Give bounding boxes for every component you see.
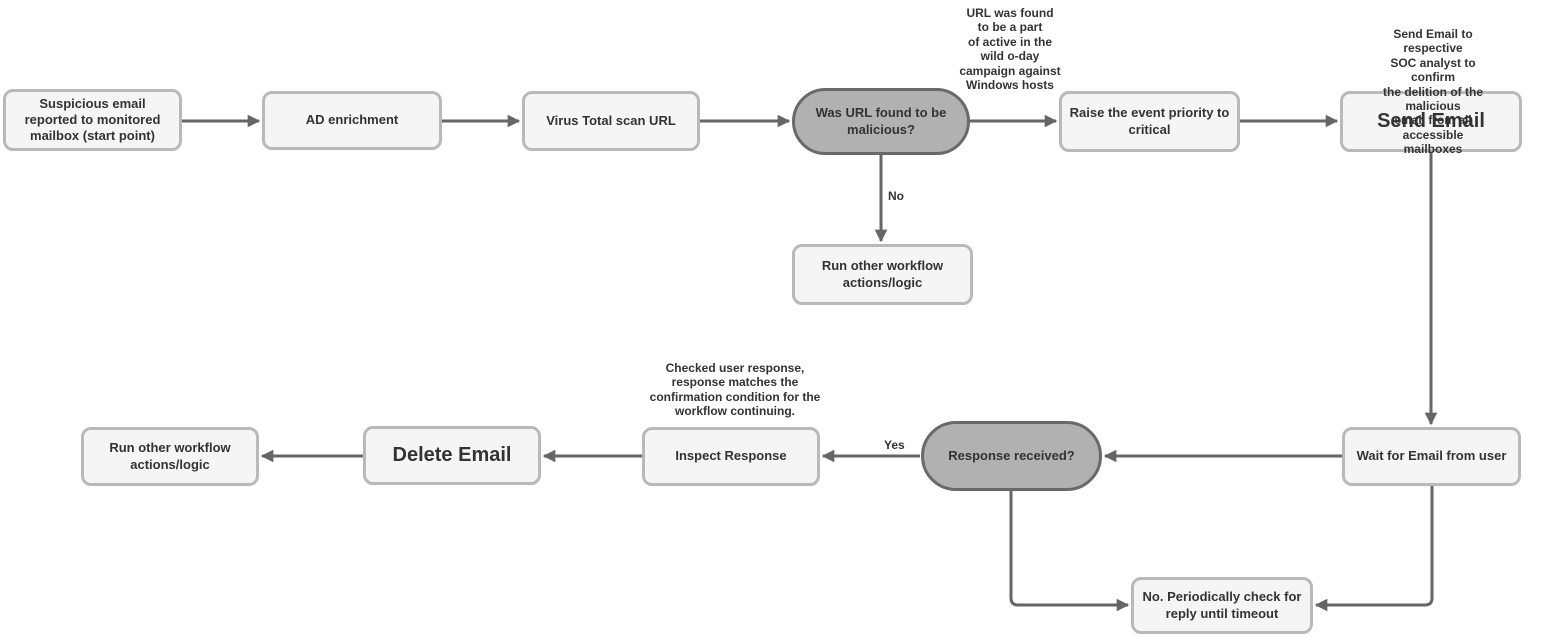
node-virus-total[interactable]: Virus Total scan URL — [522, 91, 700, 151]
edge-response-to-periodic — [1009, 489, 1130, 612]
node-run-other-workflow-top[interactable]: Run other workflow actions/logic — [792, 244, 973, 305]
annotation-zero-day-campaign: URL was found to be a part of active in … — [959, 6, 1061, 93]
edge-label-yes: Yes — [884, 438, 905, 452]
node-send-email[interactable]: Send Email — [1340, 91, 1522, 152]
annotation-send-email-note: Send Email to respective SOC analyst to … — [1383, 27, 1483, 157]
node-ad-enrichment[interactable]: AD enrichment — [262, 91, 442, 150]
node-decision-response-received[interactable]: Response received? — [921, 421, 1102, 491]
node-raise-priority[interactable]: Raise the event priority to critical — [1059, 91, 1240, 152]
node-wait-for-email[interactable]: Wait for Email from user — [1342, 427, 1521, 486]
node-periodic-check[interactable]: No. Periodically check for reply until t… — [1131, 577, 1313, 634]
edge-wait-to-periodic — [1314, 486, 1434, 612]
node-decision-url-malicious[interactable]: Was URL found to be malicious? — [792, 88, 970, 155]
node-delete-email[interactable]: Delete Email — [363, 426, 541, 485]
node-run-other-workflow-bottom[interactable]: Run other workflow actions/logic — [81, 427, 259, 486]
node-start[interactable]: Suspicious email reported to monitored m… — [3, 89, 182, 151]
edge-label-no: No — [888, 189, 904, 203]
node-inspect-response[interactable]: Inspect Response — [642, 427, 820, 486]
annotation-inspect-response-note: Checked user response, response matches … — [649, 361, 821, 419]
